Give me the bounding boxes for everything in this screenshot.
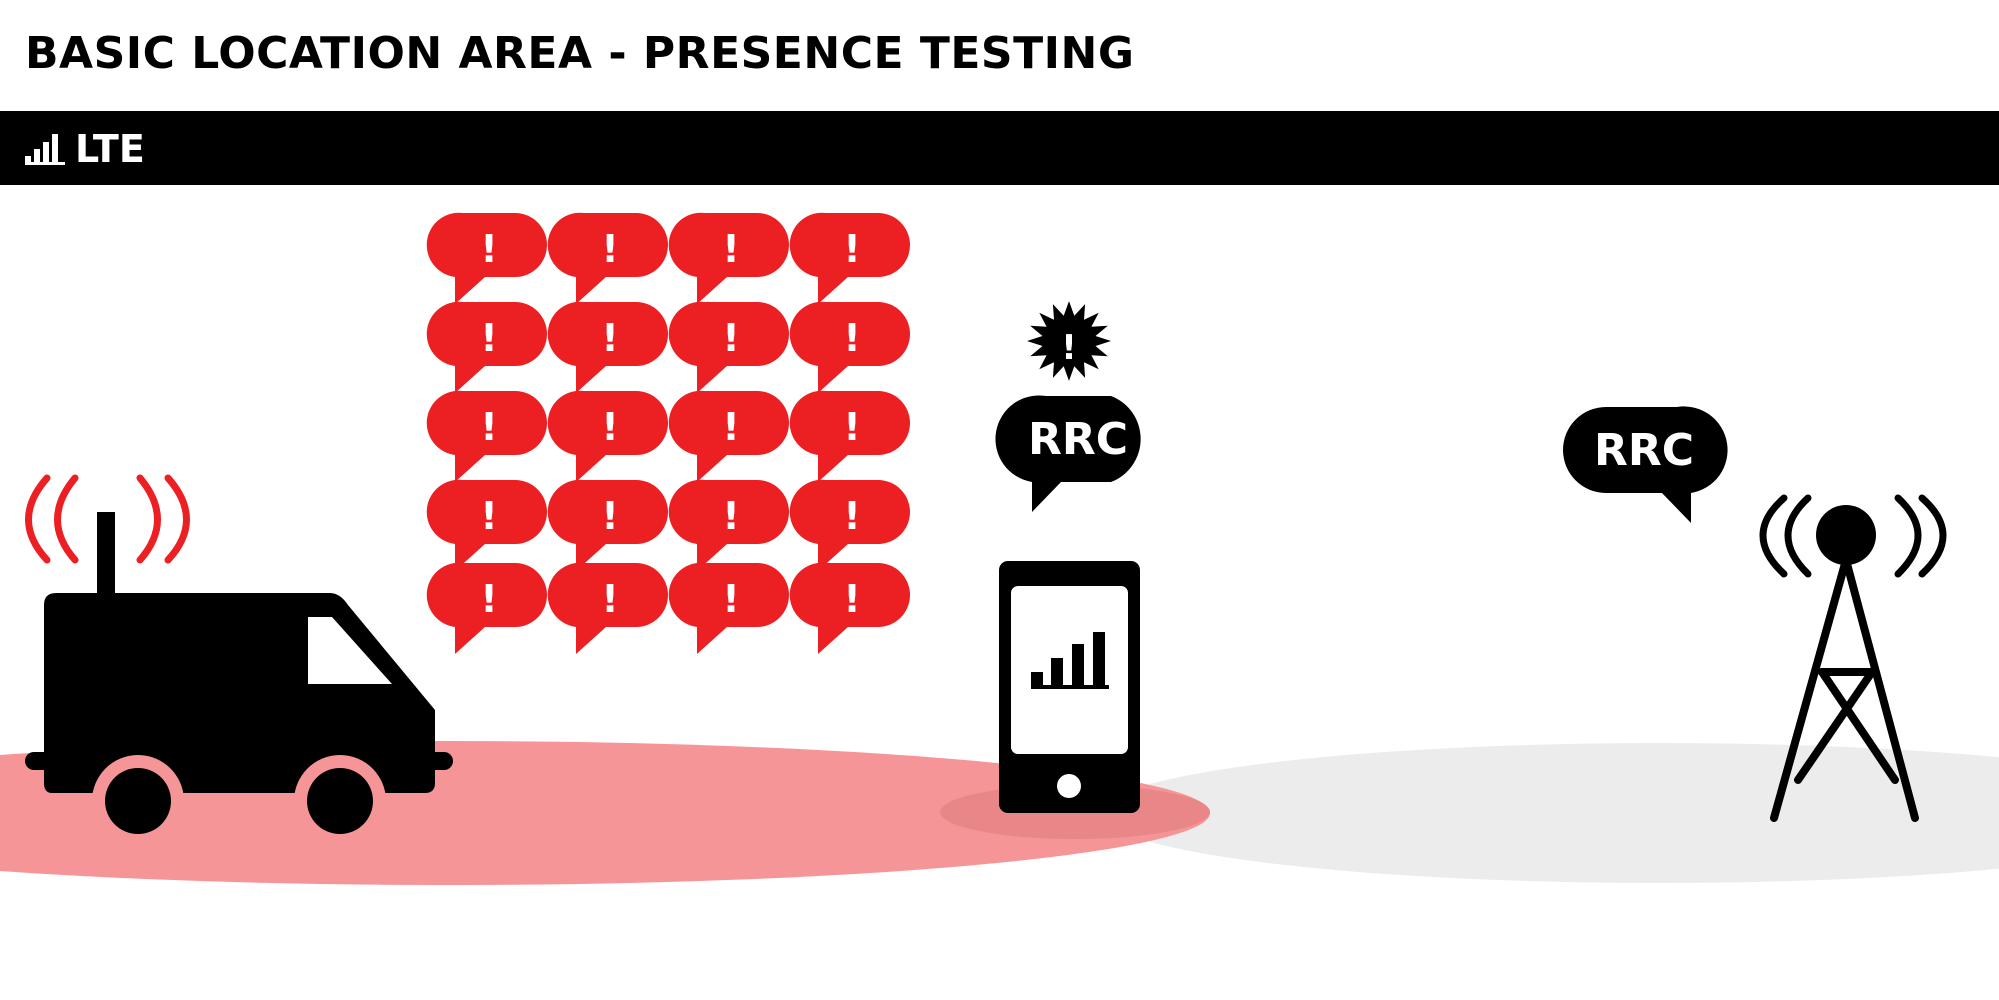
alert-mark: ! [722,494,739,538]
alert-mark: ! [843,494,860,538]
alert-mark: ! [722,405,739,449]
alert-bubble: ! [547,390,668,482]
phone-rrc-bubble: RRC [995,395,1141,512]
alert-bubble: ! [426,301,547,393]
cell-tower-icon [1759,494,1947,822]
page-title: BASIC LOCATION AREA - PRESENCE TESTING [25,28,1135,79]
van-icon [25,474,453,847]
alert-bubble: ! [789,212,910,304]
alert-burst-icon: ! [1027,301,1111,381]
alert-bubble: ! [668,212,789,304]
alert-bubble: ! [547,562,668,654]
alert-mark: ! [601,494,618,538]
alert-bubble: ! [426,479,547,571]
alert-bubble: ! [668,301,789,393]
alert-bubble: ! [426,562,547,654]
alert-bubble-grid: !!!!!!!!!!!!!!!!!!!! [426,212,910,654]
network-label: LTE [75,127,145,171]
alert-mark: ! [480,316,497,360]
alert-mark: ! [480,227,497,271]
alert-bubble: ! [547,212,668,304]
phone-rrc-label: RRC [1028,414,1128,465]
alert-mark: ! [722,316,739,360]
alert-bubble: ! [547,301,668,393]
smartphone-icon [999,561,1140,813]
alert-mark: ! [601,227,618,271]
alert-bubble: ! [426,212,547,304]
alert-mark: ! [843,405,860,449]
black-signal-waves-icon [1759,494,1947,578]
alert-mark: ! [722,227,739,271]
alert-bubble: ! [668,479,789,571]
alert-mark: ! [480,577,497,621]
alert-mark: ! [601,577,618,621]
tower-rrc-label: RRC [1594,425,1694,476]
alert-mark: ! [480,494,497,538]
alert-mark: ! [722,577,739,621]
phone-signal-bars-icon [1031,632,1109,689]
alert-bubble: ! [668,562,789,654]
alert-mark: ! [843,577,860,621]
alert-mark: ! [843,227,860,271]
alert-bubble: ! [789,562,910,654]
burst-mark: ! [1061,328,1077,368]
alert-bubble: ! [789,390,910,482]
network-bar: LTE [0,111,1999,185]
signal-bars-icon [25,134,65,165]
alert-mark: ! [601,405,618,449]
red-signal-waves-icon [25,474,190,564]
alert-bubble: ! [668,390,789,482]
alert-mark: ! [843,316,860,360]
tower-rrc-bubble: RRC [1563,406,1728,523]
alert-bubble: ! [789,301,910,393]
alert-bubble: ! [547,479,668,571]
alert-mark: ! [480,405,497,449]
alert-bubble: ! [426,390,547,482]
alert-mark: ! [601,316,618,360]
alert-bubble: ! [789,479,910,571]
tower-coverage-area [1100,743,1999,883]
